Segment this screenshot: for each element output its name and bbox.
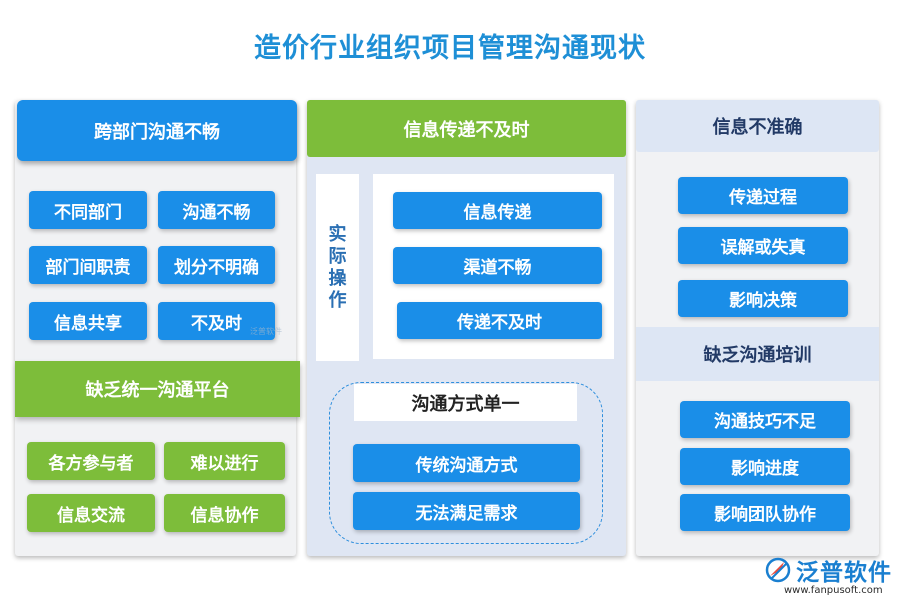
brand-logo: 泛普软件 <box>764 555 894 586</box>
right-section2-item-3: 影响团队协作 <box>680 494 850 531</box>
left-item-4: 划分不明确 <box>158 246 275 284</box>
left-header: 跨部门沟通不畅 <box>17 100 297 161</box>
middle-item-1: 信息传递 <box>393 192 602 229</box>
left-section2-header: 缺乏统一沟通平台 <box>15 361 300 417</box>
left-item-5: 信息共享 <box>29 302 147 340</box>
left-section2-item-3: 信息交流 <box>27 494 155 532</box>
side-label-char-2: 际 <box>328 245 347 267</box>
middle-section2-item-1: 传统沟通方式 <box>353 444 580 482</box>
left-section2-item-4: 信息协作 <box>164 494 285 532</box>
right-section2-item-2: 影响进度 <box>680 448 850 485</box>
side-label-char-3: 操 <box>328 267 347 289</box>
right-item-3: 影响决策 <box>678 280 848 317</box>
left-item-1: 不同部门 <box>29 191 147 229</box>
side-label-char-4: 作 <box>328 289 347 311</box>
left-item-6: 不及时 <box>158 302 275 340</box>
page-title: 造价行业组织项目管理沟通现状 <box>254 33 646 64</box>
logo-url: www.fanpusoft.com <box>784 585 883 596</box>
left-item-2: 沟通不畅 <box>158 191 275 229</box>
right-item-2: 误解或失真 <box>678 227 848 264</box>
logo-name: 泛普软件 <box>796 560 892 586</box>
middle-side-label: 实 际 操 作 <box>316 174 359 361</box>
middle-header: 信息传递不及时 <box>307 100 626 157</box>
watermark: 泛普软件 <box>250 327 282 336</box>
middle-section2-frame <box>329 382 603 544</box>
left-item-3: 部门间职责 <box>29 246 147 284</box>
middle-section2-header: 沟通方式单一 <box>354 384 577 421</box>
side-label-char-1: 实 <box>328 223 347 245</box>
right-section2-item-1: 沟通技巧不足 <box>680 401 850 438</box>
left-section2-item-2: 难以进行 <box>164 442 285 480</box>
left-section2-item-1: 各方参与者 <box>27 442 155 480</box>
middle-section2-item-2: 无法满足需求 <box>353 492 580 530</box>
logo-mark-icon <box>764 556 792 584</box>
middle-item-3: 传递不及时 <box>397 302 602 339</box>
right-header: 信息不准确 <box>636 100 879 152</box>
right-section2-header: 缺乏沟通培训 <box>636 327 879 381</box>
middle-item-2: 渠道不畅 <box>393 247 602 284</box>
middle-side-box <box>316 174 359 361</box>
right-item-1: 传递过程 <box>678 177 848 214</box>
